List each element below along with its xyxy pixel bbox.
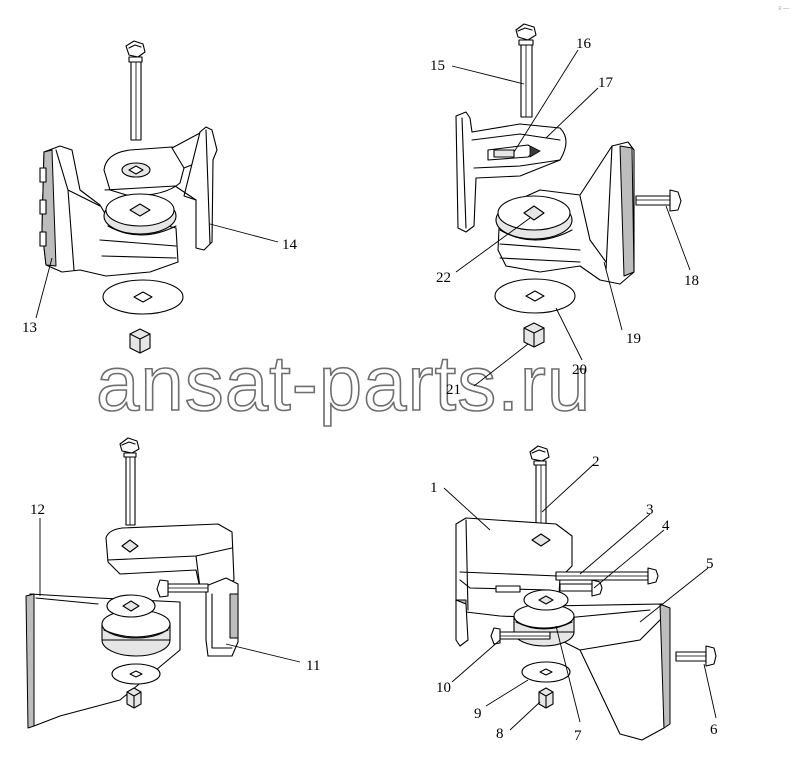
leader-16 [513,49,579,153]
mount-body-19 [495,141,635,285]
leader-7 [555,625,581,723]
leader-17 [545,87,599,139]
callout-17: 17 [598,75,614,91]
leader-19 [603,261,623,331]
leader-20 [555,307,583,361]
leader-14 [209,223,279,243]
washer-bottom-left [111,663,161,685]
corner-mark: ≡ — [778,6,789,12]
leader-21 [473,343,529,387]
assembly-bottom-left [25,437,239,729]
bolt-10 [490,627,551,645]
leader-8 [509,701,541,731]
callout-8: 8 [496,726,504,742]
leader-22 [455,217,531,273]
assembly-bottom-right [455,445,717,741]
leader-13 [35,257,53,319]
callout-18: 18 [684,273,699,289]
callout-12: 12 [30,502,45,518]
leader-15 [451,65,525,85]
callout-22: 22 [436,270,451,286]
assembly-top-left [39,40,218,354]
washer-20 [494,278,576,314]
callout-5: 5 [706,556,714,572]
bolt-4 [559,579,603,597]
leader-lines [35,49,717,731]
bolt-3 [555,567,659,585]
housing-5 [547,603,671,741]
washer-9 [521,661,571,683]
nut-bottom-left [126,687,142,709]
callout-15: 15 [430,58,445,74]
callout-16: 16 [576,36,592,52]
side-bolt-bottom-left [156,579,209,598]
nut-top-left [129,328,151,354]
callout-20: 20 [572,362,587,378]
callout-7: 7 [574,728,582,744]
washer-top-left [102,279,184,315]
mount-body-13 [39,145,179,277]
leader-9 [485,679,529,707]
bolt-6 [675,645,717,667]
watermark-text: ansat-parts.ru [96,339,591,427]
leader-11 [225,643,301,663]
bolt-2 [529,445,550,534]
leader-3 [579,513,651,575]
callout-14: 14 [282,237,298,253]
bolt-top-left [125,40,146,141]
callout-1: 1 [430,480,438,496]
callout-3: 3 [646,502,654,518]
callout-9: 9 [474,706,482,722]
nut-8 [538,687,554,709]
callout-13: 13 [22,320,37,336]
side-bolt-18 [635,189,682,212]
leader-5 [639,567,709,623]
callout-21: 21 [446,382,461,398]
callout-11: 11 [306,658,320,674]
callout-10: 10 [436,680,451,696]
bolt-15 [515,23,537,118]
leader-4 [593,529,665,589]
callout-4: 4 [662,518,670,534]
leader-2 [541,463,595,513]
rubber-mount-bottom-left [101,594,171,657]
upper-bracket-17 [455,111,567,233]
callout-2: 2 [592,454,600,470]
leader-6 [703,663,717,719]
leader-18 [665,205,691,271]
callout-6: 6 [710,722,718,738]
leader-1 [443,487,491,531]
callout-19: 19 [626,331,641,347]
bracket-11 [205,577,239,657]
callout-labels: 13 14 15 16 17 18 19 20 21 22 12 11 1 2 … [22,36,718,744]
assembly-top-right [455,23,682,348]
nut-21 [523,322,545,348]
leader-10 [451,639,501,683]
bolt-bottom-left [119,437,140,526]
upper-bracket-bottom-left [105,523,235,591]
